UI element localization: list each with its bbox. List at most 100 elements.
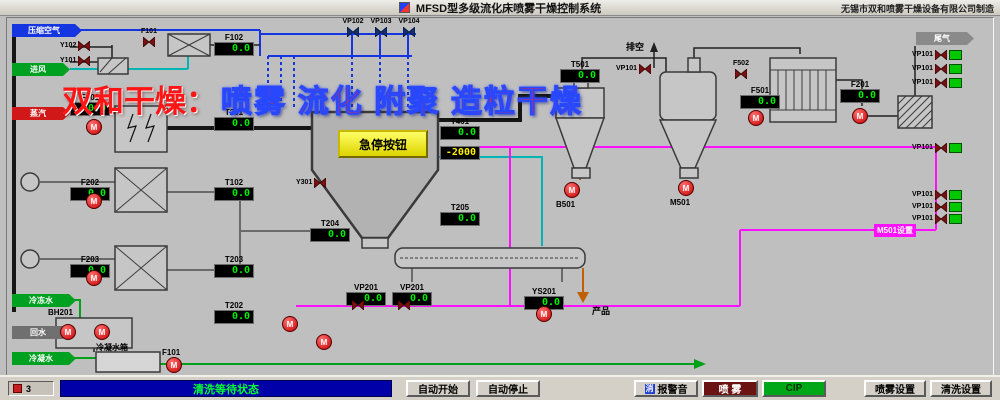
valve-F101[interactable]: F101: [136, 28, 162, 47]
valve-VP101-vent[interactable]: VP101: [616, 64, 652, 74]
display-label: T203: [224, 255, 244, 264]
pump-motor-1[interactable]: M: [86, 119, 102, 135]
valve-label: VP104: [398, 18, 420, 25]
valve-icon: [78, 41, 91, 51]
display-value: 0.0: [70, 102, 110, 116]
display-label: F501: [750, 86, 770, 95]
bh201-label: BH201: [48, 308, 73, 317]
product-label: 产品: [592, 306, 611, 316]
mute-icon: 消: [644, 383, 655, 394]
valve-VP201-b[interactable]: [398, 300, 410, 310]
valve-VP101-r3[interactable]: VP101: [912, 78, 963, 88]
display-F101: F101 0.0: [70, 93, 110, 116]
auto-stop-button[interactable]: 自动停止: [476, 380, 540, 397]
valve-icon: [935, 202, 948, 212]
cyclone1-tag: B501: [556, 200, 576, 209]
display-T401: T401 0.0: [440, 117, 480, 140]
display-value: 0.0: [440, 212, 480, 226]
valve-VP102[interactable]: VP102: [340, 18, 366, 37]
valve-icon: [639, 64, 652, 74]
display-label: F102: [224, 33, 244, 42]
pump-F501[interactable]: M: [748, 110, 764, 126]
display-F201: F201 0.0: [840, 80, 880, 103]
valve-icon: [935, 64, 948, 74]
valve-status-indicator: [949, 190, 963, 200]
valve-status-indicator: [949, 143, 963, 153]
clean-settings-button[interactable]: 清洗设置: [930, 380, 992, 397]
auto-start-button[interactable]: 自动开始: [406, 380, 470, 397]
valve-Y102[interactable]: Y102: [60, 41, 91, 51]
valve-VP201-a[interactable]: [352, 300, 364, 310]
display-value: 0.0: [560, 69, 600, 83]
page-counter: 3: [8, 381, 54, 396]
pump-YS201[interactable]: M: [536, 306, 552, 322]
spray-settings-button[interactable]: 喷雾设置: [864, 380, 926, 397]
valve-VP101-r2[interactable]: VP101: [912, 64, 963, 74]
valve-icon: [143, 37, 155, 47]
display-label: T201: [224, 108, 244, 117]
pump-M501[interactable]: M: [678, 180, 694, 196]
valve-label: VP102: [342, 18, 364, 25]
display-chamber-pressure: -2000: [440, 146, 480, 160]
valve-VP104[interactable]: VP104: [396, 18, 422, 37]
pump-motor-5[interactable]: M: [316, 334, 332, 350]
pump-B501[interactable]: M: [564, 182, 580, 198]
inlet-condensate: 冷凝水: [12, 352, 76, 365]
manufacturer-label: 无锡市双和喷雾干燥设备有限公司制造: [840, 4, 994, 14]
valve-status-indicator: [949, 78, 963, 88]
display-label: T401: [450, 117, 470, 126]
valve-label: VP101: [912, 215, 934, 222]
display-label: T205: [450, 203, 470, 212]
pump-motor-2[interactable]: M: [86, 193, 102, 209]
valve-VP101-r6[interactable]: VP101: [912, 202, 963, 212]
pump-F101[interactable]: M: [166, 357, 182, 373]
display-F102: F102 0.0: [214, 33, 254, 56]
condensate-tank-label: 冷凝水箱: [96, 343, 128, 352]
valve-VP101-r5[interactable]: VP101: [912, 190, 963, 200]
pump-motor-4[interactable]: M: [282, 316, 298, 332]
valve-VP101-r1[interactable]: VP101: [912, 50, 963, 60]
valve-VP101-r4[interactable]: VP101: [912, 143, 963, 153]
valve-icon: [735, 69, 747, 79]
valve-icon: [375, 27, 387, 37]
valve-icon: [314, 178, 327, 188]
pump-exhaust-fan[interactable]: M: [852, 108, 868, 124]
display-T205: T205 0.0: [440, 203, 480, 226]
valve-VP103[interactable]: VP103: [368, 18, 394, 37]
pump-bh201-b[interactable]: M: [94, 324, 110, 340]
display-value: 0.0: [214, 42, 254, 56]
display-F501: F501 0.0: [740, 86, 780, 109]
cip-button[interactable]: CIP: [762, 380, 826, 397]
valve-F502[interactable]: F502: [728, 60, 754, 79]
display-value: 0.0: [840, 89, 880, 103]
valve-icon: [935, 78, 948, 88]
mute-alarm-button[interactable]: 消 报警音: [634, 380, 698, 397]
valve-VP101-r7[interactable]: VP101: [912, 214, 963, 224]
display-label: F101: [80, 93, 100, 102]
display-value: 0.0: [214, 310, 254, 324]
valve-Y301[interactable]: Y301: [296, 178, 327, 188]
display-label: F202: [80, 178, 100, 187]
display-label: F201: [850, 80, 870, 89]
pump-motor-3[interactable]: M: [86, 270, 102, 286]
valve-label: VP101: [912, 144, 934, 151]
bottom-bar: 3 清洗等待状态 自动开始 自动停止 消 报警音 喷 雾 CIP 喷雾设置 清洗…: [0, 375, 1000, 400]
outlet-tail-gas: 尾气: [916, 32, 974, 45]
valve-label: VP101: [616, 65, 638, 72]
inlet-air: 进风: [12, 63, 70, 76]
inlet-chilled-water: 冷冻水: [12, 294, 76, 307]
display-T204: T204 0.0: [310, 219, 350, 242]
valve-status-indicator: [949, 214, 963, 224]
display-label: VP201: [353, 283, 379, 292]
counter-value: 3: [26, 383, 32, 394]
valve-icon: [935, 190, 948, 200]
valve-label: Y101: [60, 57, 77, 64]
emergency-stop-button[interactable]: 急停按钮: [338, 130, 428, 158]
display-T203: T203 0.0: [214, 255, 254, 278]
display-label: T202: [224, 301, 244, 310]
pump-bh201-a[interactable]: M: [60, 324, 76, 340]
valve-icon: [935, 50, 948, 60]
button-label: 报警音: [657, 385, 688, 396]
spray-button[interactable]: 喷 雾: [702, 380, 758, 397]
valve-Y101[interactable]: Y101: [60, 56, 91, 66]
